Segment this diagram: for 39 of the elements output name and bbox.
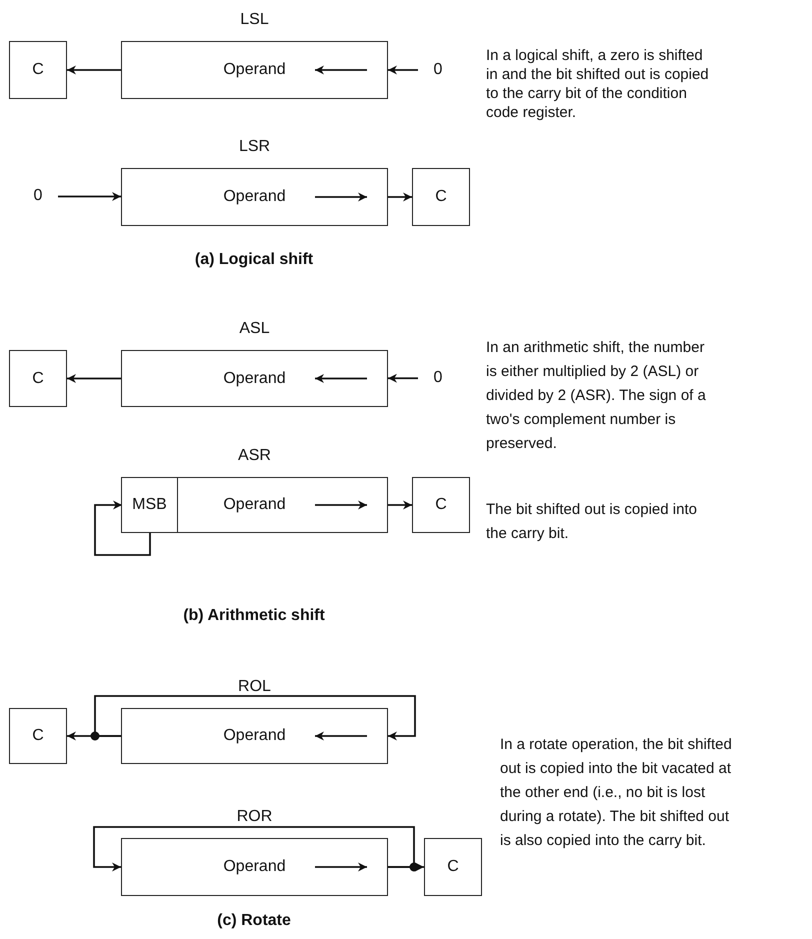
- register-box: C: [412, 477, 470, 533]
- register-box: C: [9, 350, 67, 407]
- register-box: MSB: [122, 478, 178, 532]
- operation-name: ASR: [237, 446, 272, 465]
- description-text: The bit shifted out is copied into the carry bit.: [486, 500, 698, 544]
- register-box: C: [9, 41, 67, 99]
- register-label: Operand: [223, 370, 286, 388]
- figure-caption: (b) Arithmetic shift: [182, 606, 326, 626]
- arrow: [94, 695, 416, 740]
- register-box: C: [412, 168, 470, 226]
- input-value: 0: [28, 184, 48, 208]
- arrow: [67, 66, 121, 74]
- register-label: Operand: [223, 61, 286, 79]
- register-label: Operand: [223, 727, 286, 745]
- operation-name: ASL: [238, 319, 271, 338]
- arrow: [388, 500, 412, 510]
- arrow: [388, 192, 412, 202]
- register-label: Operand: [223, 858, 286, 876]
- figure-caption: (a) Logical shift: [194, 250, 314, 270]
- register-label: Operand: [223, 188, 286, 206]
- arrow: [58, 192, 121, 201]
- register-box: C: [424, 838, 482, 896]
- description-text: In a logical shift, a zero is shifted in and the bit shifted out is copied to the carry bit of the condition code register.: [486, 46, 710, 122]
- operation-name: ROL: [237, 677, 272, 696]
- description-text: In an arithmetic shift, the number is either multiplied by 2 (ASL) or divided by 2 (ASR). The sign of a two's complement number is preserved.: [486, 338, 707, 454]
- input-value: 0: [428, 58, 448, 82]
- arrow: [93, 826, 415, 872]
- input-value: 0: [428, 366, 448, 390]
- description-text: In a rotate operation, the bit shifted out is copied into the bit vacated at the other end (i.e., no bit is lost during a rotate). The bit shifted out is also copied into the carry bit.: [500, 735, 733, 851]
- operation-name: LSR: [238, 137, 272, 156]
- arrow: [388, 66, 418, 74]
- figure-caption: (c) Rotate: [216, 911, 292, 931]
- operation-name: LSL: [239, 10, 270, 29]
- register-box: C: [9, 708, 67, 764]
- arrow: [388, 374, 418, 383]
- arrow: [67, 374, 121, 383]
- arrow: [94, 500, 151, 556]
- register-label: Operand: [223, 496, 286, 514]
- operation-name: ROR: [236, 807, 274, 826]
